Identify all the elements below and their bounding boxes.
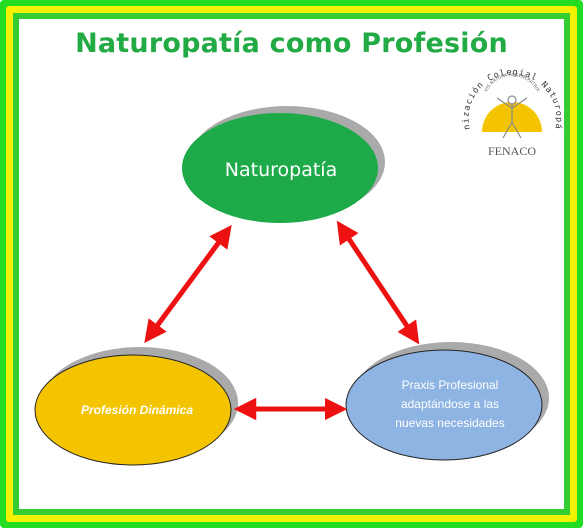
arrow-top-left <box>144 224 232 344</box>
right-node-line-2: adaptándose a las <box>400 396 500 411</box>
right-node-line-1: Praxis Profesional <box>401 377 499 392</box>
top-node[interactable] <box>182 113 378 223</box>
right-node-line-3: nuevas necesidades <box>395 415 505 430</box>
logo-name: FENACO <box>487 144 537 158</box>
top-node-label: Naturopatía <box>224 159 338 181</box>
right-node-label: Praxis Profesional adaptándose a las nue… <box>360 372 540 436</box>
left-node-label: Profesión Dinámica <box>80 403 194 417</box>
human-figure-icon <box>496 95 528 139</box>
page-title: Naturopatía como Profesión <box>75 28 508 59</box>
arrow-top-right <box>336 220 420 345</box>
left-node[interactable] <box>34 354 232 466</box>
